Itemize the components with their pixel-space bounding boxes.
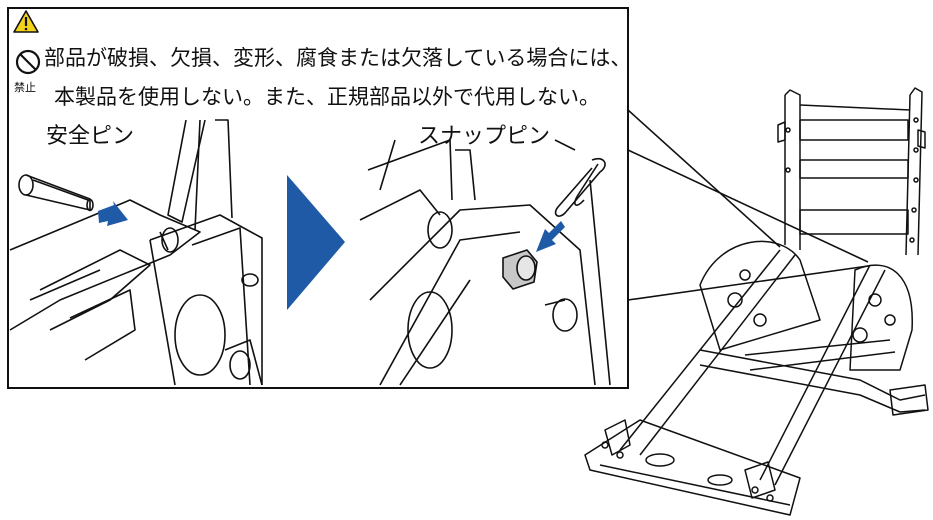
insert-arrow (98, 201, 128, 226)
callout-connector (627, 109, 869, 301)
snap-arrow (536, 221, 565, 252)
snap-pin-illustration (359, 139, 611, 386)
safety-pin-illustration (9, 119, 263, 386)
warning-text-line1: 部品が破損、欠損、変形、腐食または欠落している場合には、 (44, 46, 632, 70)
safety-pin-label: 安全ピン (46, 124, 135, 149)
snap-pin-label: スナップピン (418, 124, 551, 149)
warning-triangle-icon (13, 10, 39, 33)
prohibit-label: 禁止 (14, 81, 36, 94)
warning-text-line2: 本製品を使用しない。また、正規部品以外で代用しない。 (54, 85, 600, 109)
prohibition-icon (15, 49, 41, 75)
next-step-arrow (287, 175, 345, 310)
callout-frame (7, 7, 629, 389)
product-overview-drawing (584, 87, 929, 516)
